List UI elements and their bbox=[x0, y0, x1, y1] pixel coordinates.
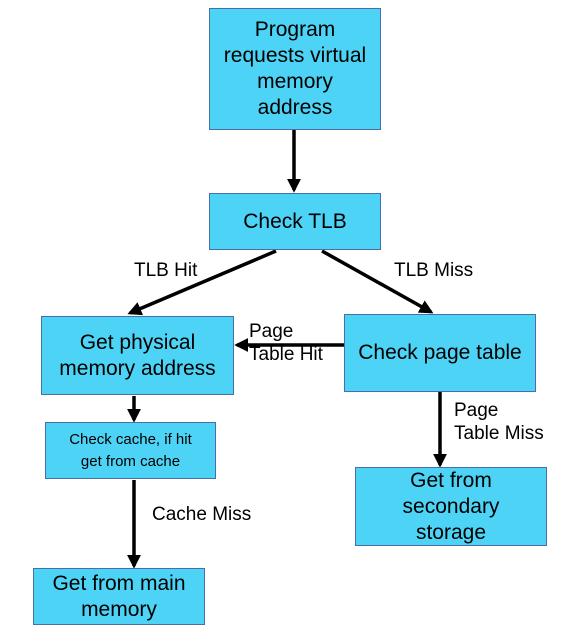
program-request-text: Program requests virtual memory address bbox=[223, 18, 367, 119]
arrow-tlb-hit bbox=[127, 249, 277, 316]
check-cache-text: Check cache, if hit get from cache bbox=[69, 430, 192, 470]
check-cache-box: Check cache, if hit get from cache bbox=[45, 422, 216, 479]
arrow-tlb-miss bbox=[321, 249, 434, 314]
page-table-hit-label: Page Table Hit bbox=[249, 321, 323, 365]
page-table-miss-label: Page Table Miss bbox=[454, 400, 544, 444]
check-tlb-text: Check TLB bbox=[243, 209, 347, 233]
program-request-box: Program requests virtual memory address bbox=[209, 8, 381, 130]
cache-miss-label: Cache Miss bbox=[152, 504, 252, 525]
check-page-table-text: Check page table bbox=[358, 341, 522, 364]
tlb-hit-label: TLB Hit bbox=[134, 260, 198, 281]
get-from-secondary-storage-box: Get from secondary storage bbox=[355, 467, 547, 546]
check-tlb-box: Check TLB bbox=[209, 193, 381, 250]
tlb-miss-label: TLB Miss bbox=[394, 260, 474, 281]
get-from-secondary-storage-text: Get from secondary storage bbox=[402, 468, 500, 544]
get-from-main-memory-text: Get from main memory bbox=[52, 571, 186, 621]
get-physical-address-text: Get physical memory address bbox=[59, 330, 216, 380]
get-from-main-memory-box: Get from main memory bbox=[33, 568, 205, 625]
check-page-table-box: Check page table bbox=[344, 314, 536, 392]
get-physical-address-box: Get physical memory address bbox=[41, 316, 234, 395]
